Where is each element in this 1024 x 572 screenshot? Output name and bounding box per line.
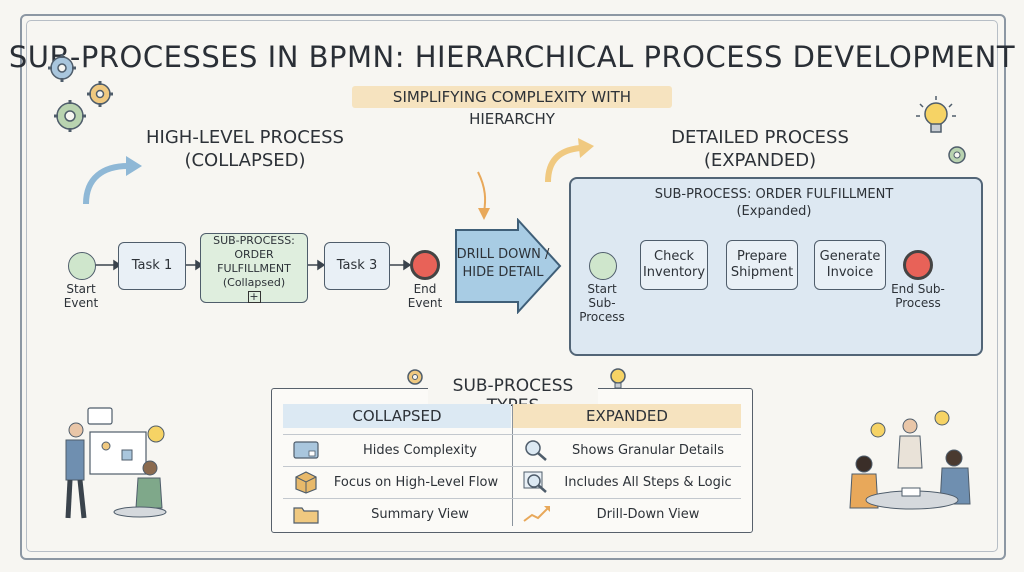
expanded-column-header: EXPANDED [513, 404, 741, 428]
start-event [68, 252, 96, 280]
high-level-heading-line1: HIGH-LEVEL PROCESS [146, 127, 344, 148]
outer-frame [20, 14, 1006, 560]
collapsed-subprocess-line2: ORDER FULFILLMENT [217, 247, 291, 275]
end-subprocess-event [903, 250, 933, 280]
collapsed-row-3: Summary View [371, 507, 469, 522]
expanded-subprocess-title: SUB-PROCESS: ORDER FULFILLMENT (Expanded… [569, 186, 979, 220]
expand-marker-icon: + [247, 289, 261, 303]
row-divider [283, 466, 741, 467]
gears-icon [48, 54, 113, 132]
check-inventory-task: Check Inventory [640, 240, 708, 290]
column-divider [512, 404, 513, 526]
end-event-label-line2: Event [407, 296, 443, 310]
expanded-row-3: Drill-Down View [596, 507, 700, 522]
start-subprocess-label: Start Sub-Process [567, 282, 637, 324]
presenter-illustration [65, 407, 167, 519]
page-subtitle: SIMPLIFYING COMPLEXITY WITH HIERARCHY [352, 86, 672, 128]
prepare-shipment-line1: Prepare [737, 249, 787, 264]
collapsed-subprocess-line1: SUB-PROCESS: [213, 233, 295, 247]
task-3: Task 3 [324, 242, 390, 290]
start-subprocess-label-line2: Sub-Process [579, 296, 625, 324]
magnifier-icon [523, 471, 547, 493]
lightbulb-icon [610, 368, 626, 389]
expanded-row-1: Shows Granular Details [572, 443, 724, 458]
collapsed-box-icon [293, 441, 319, 459]
drill-down-arrow [455, 218, 562, 314]
generate-invoice-line1: Generate [819, 249, 881, 264]
expanded-title-line2: (Expanded) [736, 204, 812, 219]
collapsed-subprocess: SUB-PROCESS: ORDER FULFILLMENT (Collapse… [200, 233, 308, 303]
collapsed-row-2: Focus on High-Level Flow [333, 475, 499, 490]
collapsed-row-1: Hides Complexity [363, 443, 477, 458]
start-subprocess-event [589, 252, 617, 280]
end-event [410, 250, 440, 280]
inner-frame [26, 20, 998, 552]
end-subprocess-label-line2: Process [895, 296, 941, 310]
page-title: SUB-PROCESSES IN BPMN: HIERARCHICAL PROC… [8, 40, 1016, 74]
start-event-label-line2: Event [63, 296, 99, 310]
generate-invoice-task: Generate Invoice [814, 240, 886, 290]
drill-down-line1: DRILL DOWN / [456, 247, 550, 262]
detailed-heading: DETAILED PROCESS (EXPANDED) [660, 126, 860, 172]
gear-icon [407, 369, 423, 385]
check-inventory-line1: Check [654, 249, 694, 264]
down-arrow-icon [477, 171, 490, 220]
collapsed-column-header: COLLAPSED [283, 404, 511, 428]
end-subprocess-label: End Sub- Process [883, 282, 953, 310]
package-icon [295, 471, 317, 494]
trend-arrow-icon [523, 506, 550, 522]
end-event-label-line1: End [413, 282, 437, 296]
generate-invoice-line2: Invoice [826, 265, 874, 280]
expanded-title-line1: SUB-PROCESS: ORDER FULFILLMENT [654, 187, 894, 202]
team-meeting-illustration [849, 410, 971, 510]
check-inventory-line2: Inventory [642, 265, 706, 280]
lightbulb-icon [916, 96, 956, 133]
curved-arrow-icon [545, 138, 594, 183]
high-level-heading: HIGH-LEVEL PROCESS (COLLAPSED) [140, 126, 350, 172]
row-divider [283, 498, 741, 499]
start-event-label-line1: Start [66, 282, 96, 296]
magnifier-icon [525, 440, 547, 461]
task-1: Task 1 [118, 242, 186, 290]
folder-icon [293, 507, 319, 524]
end-subprocess-label-line1: End Sub- [891, 282, 945, 296]
start-event-label: Start Event [46, 282, 116, 310]
prepare-shipment-line2: Shipment [730, 265, 794, 280]
gear-icon [948, 146, 966, 164]
curved-arrow-icon [83, 156, 142, 205]
drill-down-label: DRILL DOWN / HIDE DETAIL [456, 246, 550, 282]
expanded-row-2: Includes All Steps & Logic [564, 475, 732, 490]
collapsed-subprocess-line3: (Collapsed) [222, 275, 286, 289]
prepare-shipment-task: Prepare Shipment [726, 240, 798, 290]
row-divider [283, 434, 741, 435]
end-event-label: End Event [390, 282, 460, 310]
start-subprocess-label-line1: Start [587, 282, 617, 296]
detailed-heading-line1: DETAILED PROCESS [671, 127, 849, 148]
high-level-heading-line2: (COLLAPSED) [184, 150, 306, 171]
detailed-heading-line2: (EXPANDED) [703, 150, 817, 171]
drill-down-line2: HIDE DETAIL [462, 265, 544, 280]
